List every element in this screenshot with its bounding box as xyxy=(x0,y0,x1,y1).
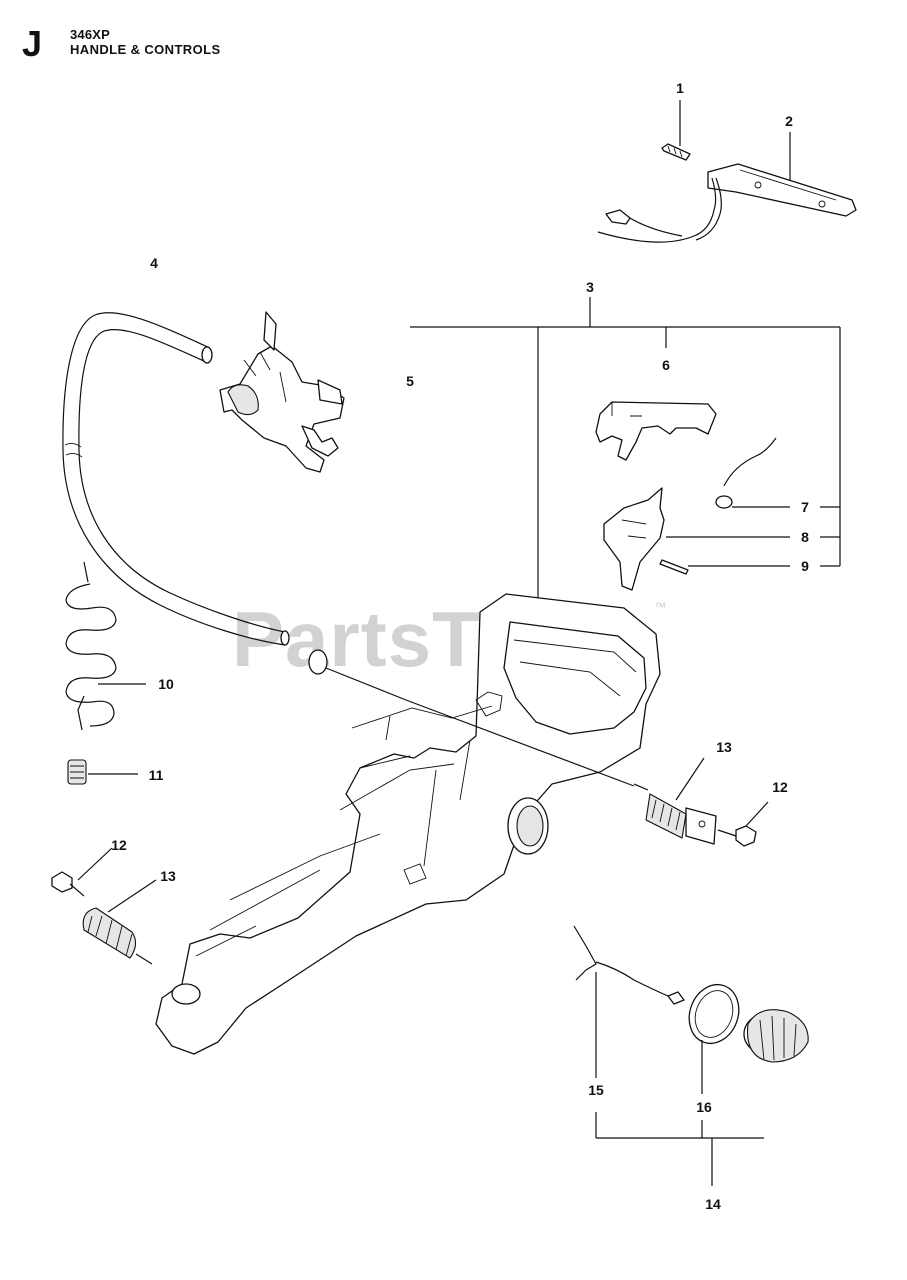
callout-6: 6 xyxy=(662,357,670,373)
callout-9: 9 xyxy=(801,558,809,574)
part-8-throttle-lockout xyxy=(603,487,665,591)
part-13-av-element-left xyxy=(82,879,157,965)
leader-lines-misc xyxy=(679,100,791,180)
part-14-leader-bracket xyxy=(595,1112,764,1186)
callout-12-right: 12 xyxy=(772,779,788,795)
part-4-front-handlebar xyxy=(62,312,290,646)
callout-7: 7 xyxy=(801,499,809,515)
handle-bushing xyxy=(308,649,407,701)
part-15-cable xyxy=(573,925,685,1078)
rear-handle-housing xyxy=(155,593,661,1055)
trademark-symbol: ™ xyxy=(654,600,666,614)
part-7-spring xyxy=(715,437,777,509)
part-1-screw xyxy=(661,143,691,161)
callout-12-left: 12 xyxy=(111,837,127,853)
callout-10: 10 xyxy=(158,676,174,692)
callout-2: 2 xyxy=(785,113,793,129)
part-10-av-spring xyxy=(65,561,146,731)
callout-1: 1 xyxy=(676,80,684,96)
part-6-throttle-trigger xyxy=(595,401,717,461)
callout-3: 3 xyxy=(586,279,594,295)
callout-13-left: 13 xyxy=(160,868,176,884)
part-3-leader-bracket xyxy=(410,297,841,605)
callout-11: 11 xyxy=(148,767,164,783)
part-2-throttle-cable xyxy=(597,163,857,243)
leader-lines-7-8-9 xyxy=(666,506,840,567)
model-number: 346XP xyxy=(70,27,111,42)
section-letter: J xyxy=(22,23,43,64)
section-title: HANDLE & CONTROLS xyxy=(70,42,221,57)
part-5-throttle-handle xyxy=(219,311,345,473)
tank-cap xyxy=(743,1009,809,1063)
part-12-screw-right xyxy=(717,801,769,847)
part-11-plug xyxy=(67,759,138,785)
part-16-seal-ring xyxy=(688,983,740,1094)
callout-8: 8 xyxy=(801,529,809,545)
part-12-screw-left xyxy=(51,847,113,897)
callout-16: 16 xyxy=(696,1099,712,1115)
callout-15: 15 xyxy=(588,1082,604,1098)
part-9-pin xyxy=(659,559,689,575)
callout-4: 4 xyxy=(150,255,158,271)
callout-14: 14 xyxy=(705,1196,721,1212)
callout-5: 5 xyxy=(406,373,414,389)
part-13-av-element-right xyxy=(405,699,717,845)
callout-13-right: 13 xyxy=(716,739,732,755)
